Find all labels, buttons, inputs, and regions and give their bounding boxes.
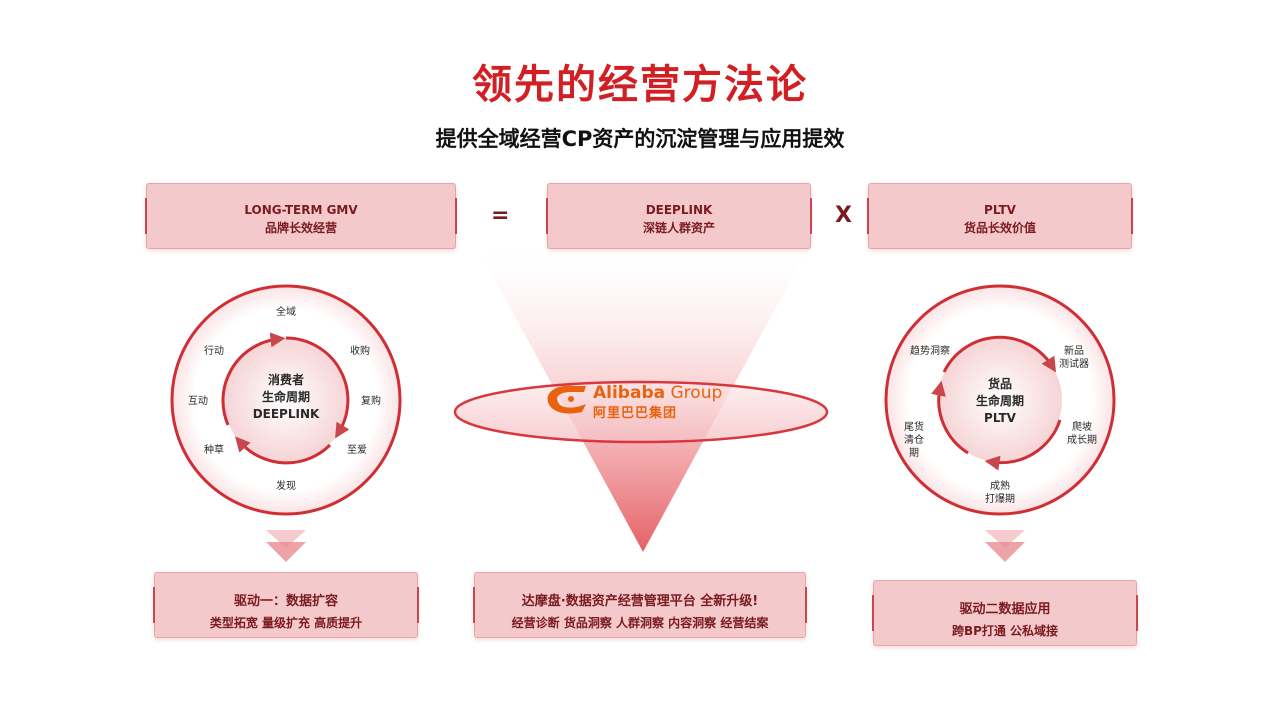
cycle-label-trend: 趋势洞察 xyxy=(910,346,950,357)
page-title: 领先的经营方法论 xyxy=(472,62,808,108)
long-term-gmv-box: LONG-TERM GMV 品牌长效经营 xyxy=(145,183,457,249)
cycle-label-fugou: 复购 xyxy=(361,396,381,407)
cycle-label-zhongcao: 种草 xyxy=(204,445,224,456)
long-term-gmv-subtitle: 品牌长效经营 xyxy=(264,221,337,235)
right-arc-2 xyxy=(984,419,1062,471)
left-core-line-1: 消费者 xyxy=(267,373,304,387)
driver-two-title: 驱动二数据应用 xyxy=(959,602,1051,617)
alibaba-group-logo: Alibaba Group 阿里巴巴集团 xyxy=(541,381,731,421)
alibaba-logo-mark xyxy=(547,385,586,414)
cycle-label-hudong: 互动 xyxy=(188,396,208,407)
damopan-box: 达摩盘·数据资产经营管理平台 全新升级! 经营诊断 货品洞察 人群洞察 内容洞察… xyxy=(473,572,807,638)
driver-one-items: 类型拓宽 量级扩充 高质提升 xyxy=(209,616,363,630)
deeplink-subtitle: 深链人群资产 xyxy=(642,221,715,235)
driver-one-title: 驱动一：数据扩容 xyxy=(233,594,338,609)
left-arc-2 xyxy=(235,436,332,465)
cycle-label-new-product: 新品 测试器 xyxy=(1059,346,1089,370)
cycle-label-quanyu: 全域 xyxy=(276,307,296,318)
cycle-label-xingdong: 行动 xyxy=(204,346,224,357)
right-core-text: 货品 生命周期 PLTV xyxy=(950,376,1050,427)
right-core-line-2: 生命周期 xyxy=(975,394,1024,408)
pltv-subtitle: 货品长效价值 xyxy=(963,221,1036,235)
left-down-chevrons xyxy=(266,530,306,562)
cycle-label-mature: 成熟 打爆期 xyxy=(985,481,1015,505)
right-core-line-3: PLTV xyxy=(984,411,1016,425)
logo-chinese: 阿里巴巴集团 xyxy=(593,406,678,421)
deeplink-box: DEEPLINK 深链人群资产 xyxy=(546,183,812,249)
left-arc-1 xyxy=(285,336,350,439)
long-term-gmv-title: LONG-TERM GMV xyxy=(244,203,358,217)
driver-two-items: 跨BP打通 公私域接 xyxy=(951,624,1059,638)
logo-english-light: Group xyxy=(665,383,723,403)
deeplink-title: DEEPLINK xyxy=(645,203,713,217)
right-core-line-1: 货品 xyxy=(987,377,1012,391)
multiply-sign: X xyxy=(835,203,852,228)
damopan-items: 经营诊断 货品洞察 人群洞察 内容洞察 经营结案 xyxy=(511,616,769,630)
equals-sign: = xyxy=(491,203,510,228)
left-core-line-3: DEEPLINK xyxy=(252,407,320,421)
pltv-title: PLTV xyxy=(984,203,1016,217)
left-core-text: 消费者 生命周期 DEEPLINK xyxy=(236,372,336,423)
left-arc-3 xyxy=(221,332,286,426)
driver-one-box: 驱动一：数据扩容 类型拓宽 量级扩充 高质提升 xyxy=(153,572,419,638)
pltv-box: PLTV 货品长效价值 xyxy=(867,183,1133,249)
right-core-circle xyxy=(938,338,1062,462)
cycle-label-growth: 爬坡 成长期 xyxy=(1067,422,1097,446)
cycle-label-zhiai: 至爱 xyxy=(347,445,367,456)
right-down-chevrons xyxy=(985,530,1025,562)
right-arc-3 xyxy=(931,380,969,455)
logo-english-bold: Alibaba xyxy=(593,383,666,403)
left-core-line-2: 生命周期 xyxy=(261,390,310,404)
page-subtitle: 提供全域经营CP资产的沉淀管理与应用提效 xyxy=(435,127,845,151)
damopan-title: 达摩盘·数据资产经营管理平台 全新升级! xyxy=(521,594,759,609)
right-arc-1 xyxy=(942,335,1057,373)
cycle-label-shougou: 收购 xyxy=(350,346,370,357)
cycle-label-clearance: 尾货 清仓 期 xyxy=(904,422,924,459)
driver-two-box: 驱动二数据应用 跨BP打通 公私域接 xyxy=(872,580,1138,646)
left-core-circle xyxy=(224,338,348,462)
cycle-label-faxian: 发现 xyxy=(276,481,296,492)
logo-english: Alibaba Group xyxy=(593,383,722,403)
